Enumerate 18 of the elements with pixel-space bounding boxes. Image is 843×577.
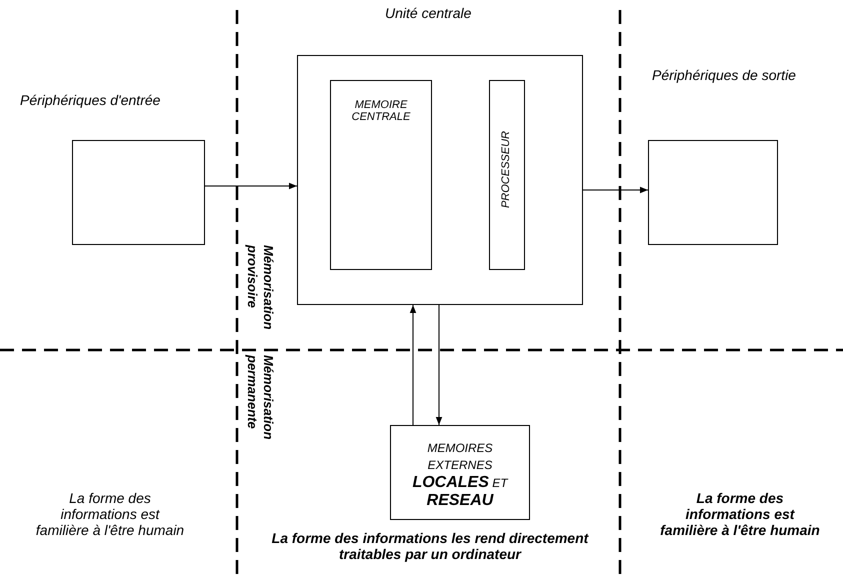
arrow [436, 304, 442, 426]
region-note: La forme des informations les rend directement traitables par un ordinateur [270, 530, 590, 562]
processor-box [489, 80, 525, 270]
section-heading: Périphériques de sortie [652, 67, 796, 83]
section-heading: Unité centrale [385, 5, 472, 21]
memory-box [330, 80, 432, 270]
box-label: PROCESSEUR [500, 131, 512, 208]
arrow [410, 304, 416, 426]
external-memory-box [390, 425, 530, 520]
side-note: Mémorisation provisoire [244, 245, 276, 332]
box-label: MEMOIRES EXTERNES LOCALES ET RESEAU [411, 440, 510, 510]
region-note: La forme des informations est familière à l'être humain [35, 490, 185, 538]
region-note: La forme des informations est familière à l'être humain [660, 490, 820, 538]
side-note: Mémorisation permanente [244, 355, 276, 442]
section-heading: Périphériques d'entrée [20, 92, 160, 108]
arrow [582, 186, 648, 194]
box-label: MEMOIRE CENTRALE [350, 99, 412, 123]
arrow [204, 182, 298, 190]
